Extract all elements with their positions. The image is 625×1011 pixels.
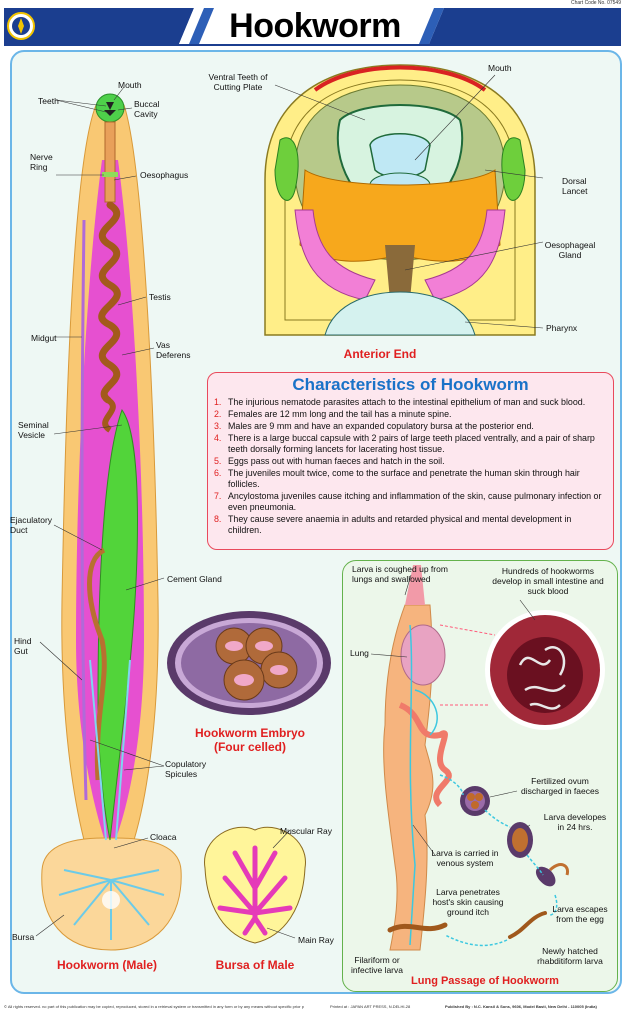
page-title: Hookworm — [229, 7, 401, 45]
label-larva-coughed: Larva is coughed up from lungs and swall… — [352, 564, 448, 584]
publisher-logo-icon — [7, 12, 35, 40]
label-cement-gland: Cement Gland — [167, 574, 222, 584]
caption-anterior-end: Anterior End — [343, 347, 417, 361]
lifecycle-diagram — [370, 565, 605, 951]
label-penetrates-skin: Larva penetrates host's skin causing gro… — [432, 887, 504, 917]
label-main-ray: Main Ray — [298, 935, 334, 945]
list-item: 5.Eggs pass out with human faeces and ha… — [214, 456, 445, 466]
label-bursa: Bursa — [12, 932, 35, 942]
label-oesophagus: Oesophagus — [140, 170, 189, 180]
label-teeth: Teeth — [38, 96, 59, 106]
list-item: 3.Males are 9 mm and have an expanded co… — [214, 421, 534, 431]
caption-bursa-of-male: Bursa of Male — [215, 958, 295, 972]
anterior-end-diagram — [264, 64, 544, 336]
footer: © All rights reserved. no part of this p… — [0, 1003, 625, 1011]
label-buccal-cavity: Buccal Cavity — [134, 99, 160, 119]
label-venous-system: Larva is carried in venous system — [431, 848, 499, 868]
chart-code: Chart Code No. 07549 — [570, 0, 621, 6]
label-fertilized-ovum: Fertilized ovum discharged in faeces — [521, 776, 599, 796]
list-item: 4.There is a large buccal capsule with 2… — [214, 433, 595, 454]
label-rhabditiform: Newly hatched rhabditiform larva — [537, 946, 603, 966]
label-cloaca: Cloaca — [150, 832, 177, 842]
label-nerve-ring: Nerve Ring — [30, 152, 53, 172]
label-ventral-teeth: Ventral Teeth of Cutting Plate — [208, 72, 268, 92]
caption-hookworm-male: Hookworm (Male) — [56, 958, 157, 972]
label-mouth-anterior: Mouth — [488, 63, 512, 73]
label-pharynx: Pharynx — [546, 323, 578, 333]
list-item: 6.The juveniles moult twice, come to the… — [214, 468, 580, 489]
label-hundreds-develop: Hundreds of hookworms develop in small i… — [492, 566, 604, 596]
label-testis: Testis — [149, 292, 171, 302]
male-hookworm-diagram — [35, 86, 182, 951]
caption-lung-passage: Lung Passage of Hookworm — [411, 975, 559, 987]
label-hind-gut: Hind Gut — [14, 636, 32, 656]
label-mouth-male: Mouth — [118, 80, 142, 90]
label-seminal-vesicle: Seminal Vesicle — [18, 420, 49, 440]
label-midgut: Midgut — [31, 333, 57, 343]
label-larva-escapes: Larva escapes from the egg — [552, 904, 608, 924]
embryo-diagram — [167, 611, 331, 715]
label-vas-deferens: Vas Deferens — [156, 340, 191, 360]
characteristics-list: 1.The injurious nematode parasites attac… — [214, 397, 606, 537]
footer-printed: Printed at : JAPAN ART PRESS, N.DELHI-28 — [330, 1004, 411, 1009]
characteristics-box: Characteristics of Hookworm 1.The injuri… — [207, 372, 614, 550]
list-item: 7.Ancylostoma juveniles cause itching an… — [214, 491, 602, 512]
label-lung: Lung — [350, 648, 369, 658]
label-filariform: Filariform or infective larva — [351, 955, 403, 975]
label-ejaculatory-duct: Ejaculatory Duct — [10, 515, 53, 535]
label-muscular-ray: Muscular Ray — [280, 826, 332, 836]
label-larva-develops: Larva developes in 24 hrs. — [543, 812, 607, 832]
label-oesophageal-gland: Oesophageal Gland — [544, 240, 596, 260]
label-dorsal-lancet: Dorsal Lancet — [562, 176, 588, 196]
bursa-of-male-diagram — [204, 826, 306, 944]
list-item: 2.Females are 12 mm long and the tail ha… — [214, 409, 452, 419]
header-banner — [4, 8, 621, 46]
list-item: 1.The injurious nematode parasites attac… — [214, 397, 586, 407]
characteristics-title: Characteristics of Hookworm — [292, 375, 529, 394]
list-item: 8.They cause severe anaemia in adults an… — [214, 514, 572, 535]
footer-published: Published By : N.C. Kansil & Sons, 9606,… — [445, 1004, 597, 1009]
caption-embryo: Hookworm Embryo (Four celled) — [194, 726, 305, 754]
footer-rights: © All rights reserved. no part of this p… — [4, 1004, 304, 1009]
label-copulatory-spicules: Copulatory Spicules — [165, 759, 207, 779]
